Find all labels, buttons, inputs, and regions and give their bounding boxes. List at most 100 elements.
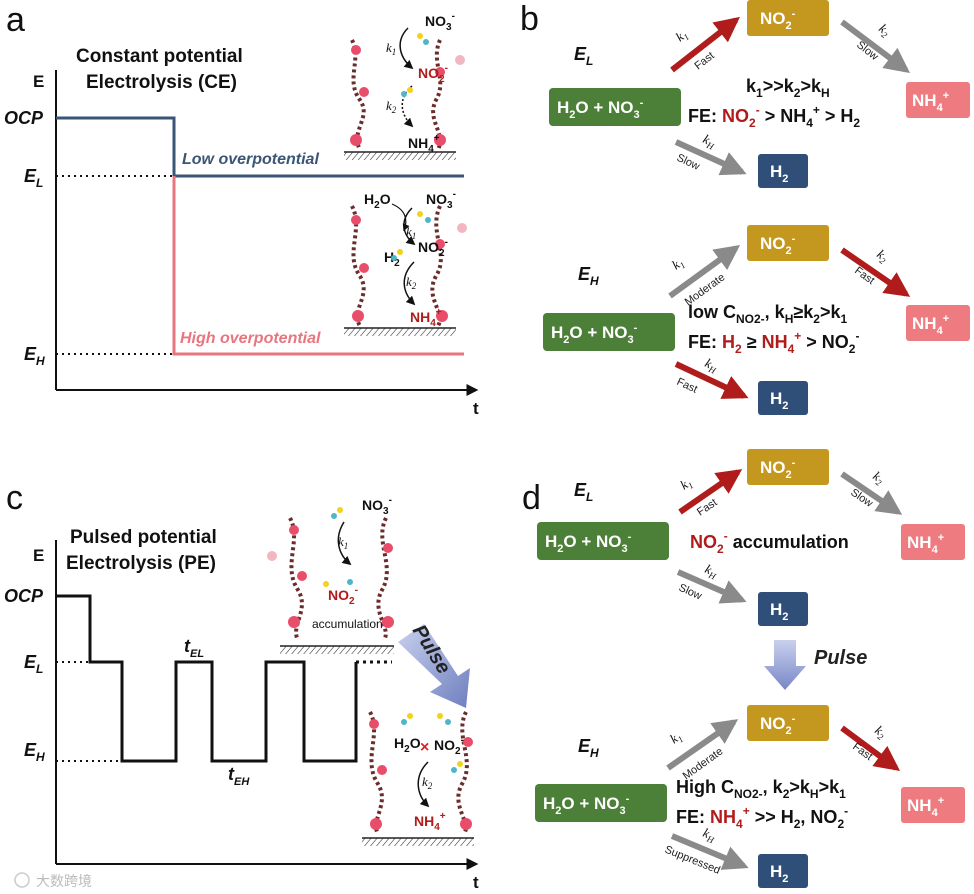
inset-c-bottom-cross: × bbox=[420, 739, 429, 756]
panel-a-x-label: t bbox=[473, 399, 479, 418]
inset-c-top-k1: k1 bbox=[338, 534, 348, 551]
panel-c-electrode-top bbox=[280, 646, 394, 654]
panel-b-top-no2-box bbox=[747, 0, 829, 36]
panel-a-label: a bbox=[6, 1, 25, 39]
panel-b-top-kh-arrow bbox=[674, 139, 747, 176]
panel-b-eh-label: EH bbox=[578, 264, 599, 288]
inset-a-top-no2: NO2- bbox=[418, 63, 448, 85]
panel-d-pulse-label: Pulse bbox=[814, 647, 867, 669]
panel-b-bottom-kh: kH bbox=[702, 355, 721, 376]
panel-a-el-label: EL bbox=[24, 166, 43, 190]
polymer-chains bbox=[350, 39, 465, 151]
panel-a-ocp-label: OCP bbox=[4, 108, 44, 128]
panel-b-top-nh4: NH4+ bbox=[912, 90, 949, 114]
panel-d-top-no2-box bbox=[747, 449, 829, 485]
panel-b-bottom-nh4-box bbox=[906, 305, 970, 341]
panel-d-label: d bbox=[522, 479, 541, 517]
panel-a-y-label: E bbox=[33, 72, 44, 91]
panel-d-top-k1: k1 bbox=[677, 474, 695, 494]
panel-d-top-kh: kH bbox=[702, 561, 721, 582]
panel-d-top-reactant: H2O + NO3- bbox=[545, 531, 632, 555]
panel-d: d EL H2O + NO3- NO2- NH4+ H2 k1 Fast k2 … bbox=[522, 449, 965, 888]
panel-d-top-kh-speed: Slow bbox=[677, 582, 704, 603]
panel-b: b EL H2O + NO3- NO2- NH4+ H2 k1 Fast k2 … bbox=[520, 0, 970, 415]
panel-d-bottom-fe: FE: NH4+ >> H2, NO2- bbox=[676, 804, 848, 831]
panel-d-bottom-k1-arrow bbox=[666, 719, 739, 771]
panel-a-eh-label: EH bbox=[24, 344, 45, 368]
panel-d-top-k1-arrow bbox=[678, 469, 743, 515]
panel-d-top-k2: k2 bbox=[869, 468, 887, 488]
panel-d-bottom-k1: k1 bbox=[667, 728, 685, 748]
inset-c-bottom-no2: NO2- bbox=[434, 735, 464, 757]
panel-d-bottom-reactant-box bbox=[535, 784, 667, 822]
inset-a-top-nh4: NH4+ bbox=[408, 133, 440, 155]
panel-b-bottom-k2-arrow bbox=[840, 247, 911, 297]
panel-d-eh-label: EH bbox=[578, 736, 599, 760]
panel-b-label: b bbox=[520, 0, 539, 38]
panel-c-label: c bbox=[6, 479, 23, 517]
inset-c-bottom-nh4: NH4+ bbox=[414, 811, 446, 833]
panel-a-inset-bottom: H2O NO3- NO2- H2 NH4+ k1 k2 bbox=[344, 189, 467, 336]
panel-d-bottom-k2-speed: Fast bbox=[850, 741, 874, 763]
panel-c-electrode-bottom bbox=[362, 838, 474, 846]
panel-c-el-label: EL bbox=[24, 652, 43, 676]
panel-d-bottom-kh-speed: Suppressed bbox=[663, 844, 722, 877]
panel-c-ocp-label: OCP bbox=[4, 586, 44, 606]
watermark: 大数跨境 bbox=[14, 872, 92, 889]
panel-d-top-h2-box bbox=[758, 592, 808, 626]
panel-a-high-trace bbox=[172, 176, 464, 356]
inset-a-bottom-no3: NO3- bbox=[426, 189, 456, 211]
panel-b-top-k2-speed: Slow bbox=[854, 39, 880, 63]
panel-b-top-kh: kH bbox=[700, 131, 719, 152]
panel-d-bottom-kh: kH bbox=[700, 825, 718, 846]
panel-d-bottom-kh-arrow bbox=[670, 833, 749, 870]
electrode-bottom bbox=[344, 328, 456, 336]
panel-d-top-nh4: NH4+ bbox=[907, 532, 944, 556]
panel-b-bottom-nh4: NH4+ bbox=[912, 313, 949, 337]
panel-b-bottom-fe: FE: H2 ≥ NH4+ > NO2- bbox=[688, 329, 859, 356]
panel-b-top-h2-box bbox=[758, 154, 808, 188]
panel-a-inset-top: NO3- NO2- NH4+ k1 k2 bbox=[344, 11, 465, 160]
panel-d-bottom-h2: H2 bbox=[770, 862, 788, 885]
watermark-logo-icon bbox=[14, 872, 30, 888]
inset-a-bottom-k2: k2 bbox=[406, 274, 417, 291]
panel-b-bottom-k2: k2 bbox=[873, 246, 892, 266]
panel-c-title-line2: Electrolysis (PE) bbox=[66, 553, 216, 574]
panel-d-top-nh4-box bbox=[901, 524, 965, 560]
panel-c-pulse-arrow bbox=[398, 624, 470, 708]
panel-b-top-relation: k1>>k2>kH bbox=[746, 76, 830, 100]
panel-c-tel-label: tEL bbox=[184, 636, 204, 660]
panel-b-top-k1: k1 bbox=[673, 26, 692, 46]
panel-c-pulse-trace bbox=[56, 594, 358, 763]
inset-a-bottom-no2: NO2- bbox=[418, 237, 448, 259]
panel-d-top-no2: NO2- bbox=[760, 457, 796, 481]
panel-b-bottom-k1: k1 bbox=[669, 254, 687, 274]
panel-a-low-label: Low overpotential bbox=[182, 151, 319, 168]
inset-c-top-no3: NO3- bbox=[362, 495, 392, 517]
panel-a-title-line2: Electrolysis (CE) bbox=[86, 72, 237, 93]
panel-b-bottom-k1-arrow bbox=[668, 245, 741, 299]
panel-b-el-label: EL bbox=[574, 44, 593, 68]
panel-d-bottom-h2-box bbox=[758, 854, 808, 888]
panel-d-bottom-reactant: H2O + NO3- bbox=[543, 793, 630, 817]
panel-c-title-line1: Pulsed potential bbox=[70, 527, 217, 548]
inset-a-top-no3: NO3- bbox=[425, 11, 455, 33]
panel-b-bottom-h2-box bbox=[758, 381, 808, 415]
panel-b-bottom-reactant: H2O + NO3- bbox=[551, 322, 638, 346]
panel-d-el-label: EL bbox=[574, 480, 593, 504]
panel-d-bottom-condition: High CNO2-, k2>kH>k1 bbox=[676, 777, 846, 801]
panel-b-top-h2: H2 bbox=[770, 162, 788, 185]
panel-a-title-line1: Constant potential bbox=[76, 46, 243, 67]
panel-d-bottom-k2: k2 bbox=[871, 722, 890, 742]
panel-d-top-kh-arrow bbox=[676, 569, 747, 604]
panel-b-top-no2: NO2- bbox=[760, 8, 796, 32]
panel-b-top-fe: FE: NO2- > NH4+ > H2 bbox=[688, 103, 860, 130]
inset-c-bottom-h2o: H2O bbox=[394, 735, 421, 755]
inset-c-top-accumulation: accumulation bbox=[312, 617, 383, 631]
panel-a: a Constant potential Electrolysis (CE) E… bbox=[4, 1, 479, 418]
panel-d-top-k2-arrow bbox=[840, 471, 903, 515]
panel-d-top-accumulation: NO2- accumulation bbox=[690, 529, 849, 556]
panel-b-top-reactant-box bbox=[549, 88, 681, 126]
inset-a-bottom-h2o: H2O bbox=[364, 191, 391, 211]
panel-b-bottom-kh-arrow bbox=[674, 361, 749, 399]
